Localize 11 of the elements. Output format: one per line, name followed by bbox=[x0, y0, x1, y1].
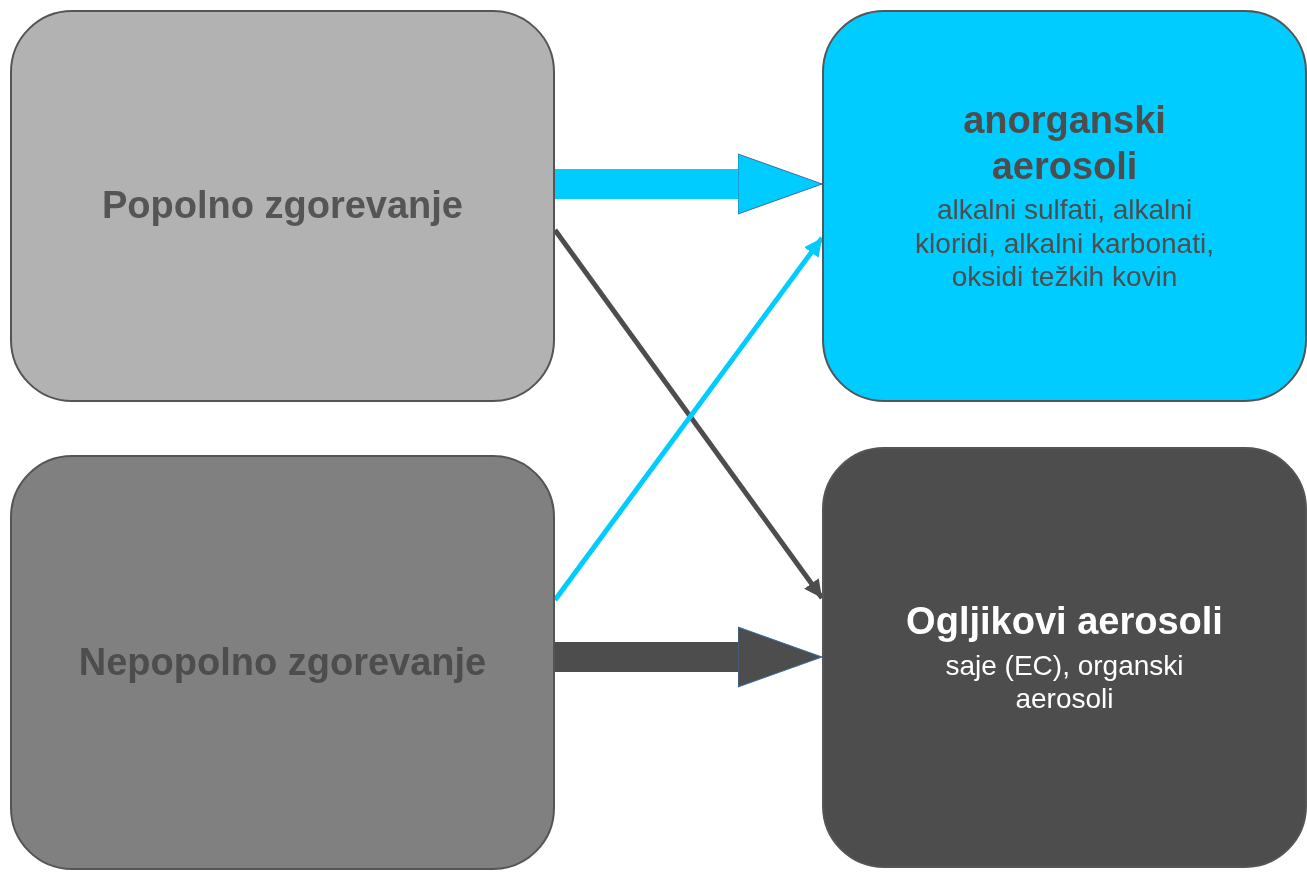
rounded-box bbox=[10, 455, 555, 870]
node-title: Ogljikovi aerosoli bbox=[906, 599, 1223, 645]
node-description: alkalni sulfati, alkalni kloridi, alkalni karbonati, oksidi težkih kovin bbox=[914, 193, 1215, 294]
rounded-box bbox=[822, 10, 1307, 402]
node-title: Popolno zgorevanje bbox=[101, 183, 463, 229]
arrow bbox=[555, 626, 823, 688]
node-title: anorganski aerosoli bbox=[962, 98, 1167, 189]
rounded-box bbox=[822, 447, 1307, 868]
node-description: saje (EC), organski aerosoli bbox=[944, 648, 1185, 716]
arrow bbox=[555, 153, 823, 215]
rounded-box bbox=[10, 10, 555, 402]
